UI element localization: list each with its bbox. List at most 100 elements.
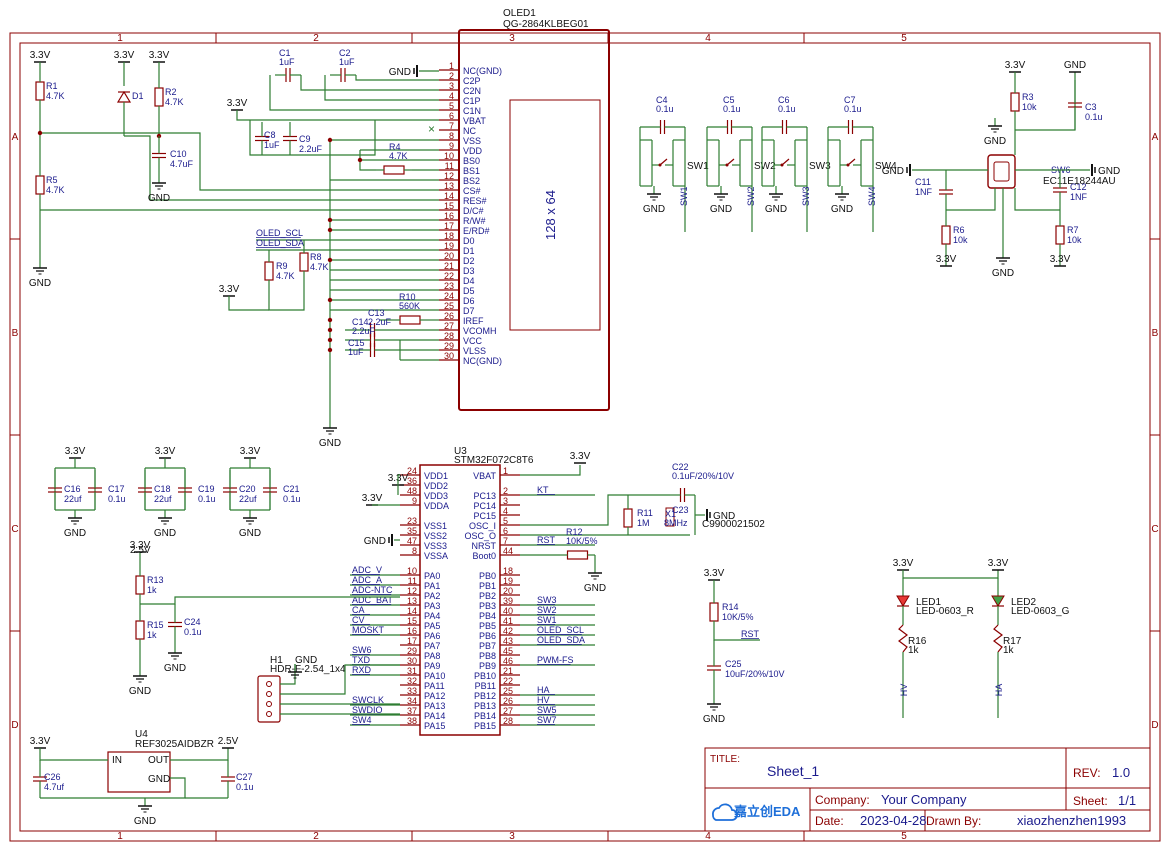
- resistor-ref: R3: [1022, 92, 1034, 102]
- resistor-ref: R15: [147, 620, 164, 630]
- oled-pin-name: D0: [463, 236, 475, 246]
- mcu-net-label: MOSKT: [352, 625, 385, 635]
- titleblock-drawn-label: Drawn By:: [926, 814, 981, 828]
- junction-dot: [357, 157, 363, 163]
- oled-pin-name: R/W#: [463, 216, 486, 226]
- switch-ref: SW3: [809, 161, 831, 172]
- gnd-label: GND: [134, 816, 156, 827]
- mcu-net-label: PWM-FS: [537, 655, 574, 665]
- switch-pivot: [846, 163, 850, 167]
- mcu-pin-number: 19: [503, 576, 513, 586]
- junction-dot: [327, 217, 333, 223]
- mcu-pin-name: PA8: [424, 651, 440, 661]
- mcu-pin-name: VDD2: [424, 481, 448, 491]
- wire: [946, 188, 996, 211]
- header-pin: [266, 701, 272, 707]
- oled-pin-name: VBAT: [463, 116, 486, 126]
- border-row-label: C: [1151, 524, 1158, 535]
- header-pin: [266, 681, 272, 687]
- mcu-pin-name: PA0: [424, 571, 440, 581]
- resistor-value: 1M: [637, 518, 650, 528]
- mcu-part: STM32F072C8T6: [454, 455, 534, 466]
- vref-part: REF3025AIDBZR: [135, 739, 214, 750]
- capacitor-ref: C14: [352, 317, 369, 327]
- resistor-ref: R14: [722, 602, 739, 612]
- mcu-pin-name: PA5: [424, 621, 440, 631]
- power-label: 3.3V: [704, 568, 725, 579]
- wire: [236, 110, 439, 121]
- border-row-label: A: [12, 132, 19, 143]
- titleblock-date-label: Date:: [815, 814, 844, 828]
- mcu-pin-number: 45: [503, 646, 513, 656]
- mcu-pin-name: PB4: [479, 611, 496, 621]
- oled-pin-number: 3: [449, 81, 454, 91]
- mcu-pin-name: VBAT: [473, 471, 496, 481]
- power-label: 3.3V: [227, 98, 248, 109]
- resistor: [135, 620, 145, 640]
- oled-pin-name: D5: [463, 286, 475, 296]
- capacitor-ref: C25: [725, 659, 742, 669]
- oled-pin-name: VSS: [463, 136, 481, 146]
- wire: [268, 276, 305, 311]
- oled-ref: OLED1: [503, 8, 536, 19]
- mcu-pin-name: VSS1: [424, 521, 447, 531]
- capacitor-value: 0.1u: [283, 494, 301, 504]
- capacitor-ref: C1: [279, 48, 291, 58]
- switch-ref: SW1: [687, 161, 709, 172]
- mcu-net-label: ADC_V: [352, 565, 382, 575]
- border-col-label: 5: [901, 33, 907, 44]
- mcu-pin-name: VSSA: [424, 551, 448, 561]
- oled-pin-number: 16: [444, 211, 454, 221]
- gnd-label: GND: [319, 438, 341, 449]
- mcu-pin-name: PB1: [479, 581, 496, 591]
- resistor-ref: R4: [389, 142, 401, 152]
- resistor: [993, 624, 1003, 653]
- mcu-pin-number: 35: [407, 526, 417, 536]
- border-col-label: 2: [313, 831, 319, 842]
- switch-pivot: [725, 163, 729, 167]
- gnd-label: GND: [984, 136, 1006, 147]
- gnd-label: GND: [29, 278, 51, 289]
- gnd-label: GND: [765, 204, 787, 215]
- oled-pin-number: 6: [449, 111, 454, 121]
- mcu-pin-name: OSC_O: [464, 531, 496, 541]
- oled-pin-name: D7: [463, 306, 475, 316]
- mcu-pin-name: PB9: [479, 661, 496, 671]
- mcu-pin-number: 15: [407, 616, 417, 626]
- border-col-label: 4: [705, 33, 711, 44]
- resistor-ref: R17: [1003, 636, 1022, 647]
- junction-dot: [327, 227, 333, 233]
- led-ref: LED1: [916, 597, 941, 608]
- power-label: 3.3V: [130, 540, 151, 551]
- mcu-pin-number: 23: [407, 516, 417, 526]
- gnd-label: GND: [1098, 166, 1120, 177]
- junction-dot: [327, 327, 333, 333]
- mcu-pin-number: 6: [503, 526, 508, 536]
- resistor-value: 4.7K: [165, 97, 184, 107]
- resistor: [566, 550, 589, 560]
- border-col-label: 2: [313, 33, 319, 44]
- crystal-symbol: [665, 507, 675, 527]
- mcu-pin-number: 2: [503, 486, 508, 496]
- mcu-pin-number: 37: [407, 706, 417, 716]
- mcu-pin-number: 10: [407, 566, 417, 576]
- capacitor-value: 10uF/20%/10V: [725, 669, 785, 679]
- border-col-label: 3: [509, 33, 515, 44]
- mcu-pin-number: 16: [407, 626, 417, 636]
- power-label: 3.3V: [570, 451, 591, 462]
- border-row-label: D: [1151, 720, 1158, 731]
- oled-pin-name: NC(GND): [463, 66, 502, 76]
- capacitor-value: 1uF: [348, 347, 364, 357]
- resistor: [623, 508, 633, 528]
- led-ref: LED2: [1011, 597, 1036, 608]
- mcu-pin-number: 18: [503, 566, 513, 576]
- capacitor-value: 0.1u: [198, 494, 216, 504]
- gnd-label: GND: [129, 686, 151, 697]
- mcu-pin-number: 38: [407, 716, 417, 726]
- titleblock-sheet: 1/1: [1118, 793, 1136, 808]
- oled-pin-number: 14: [444, 191, 454, 201]
- capacitor-value: 0.1u: [184, 627, 202, 637]
- capacitor-ref: C15: [348, 338, 365, 348]
- border-col-label: 4: [705, 831, 711, 842]
- mcu-pin-name: NRST: [472, 541, 497, 551]
